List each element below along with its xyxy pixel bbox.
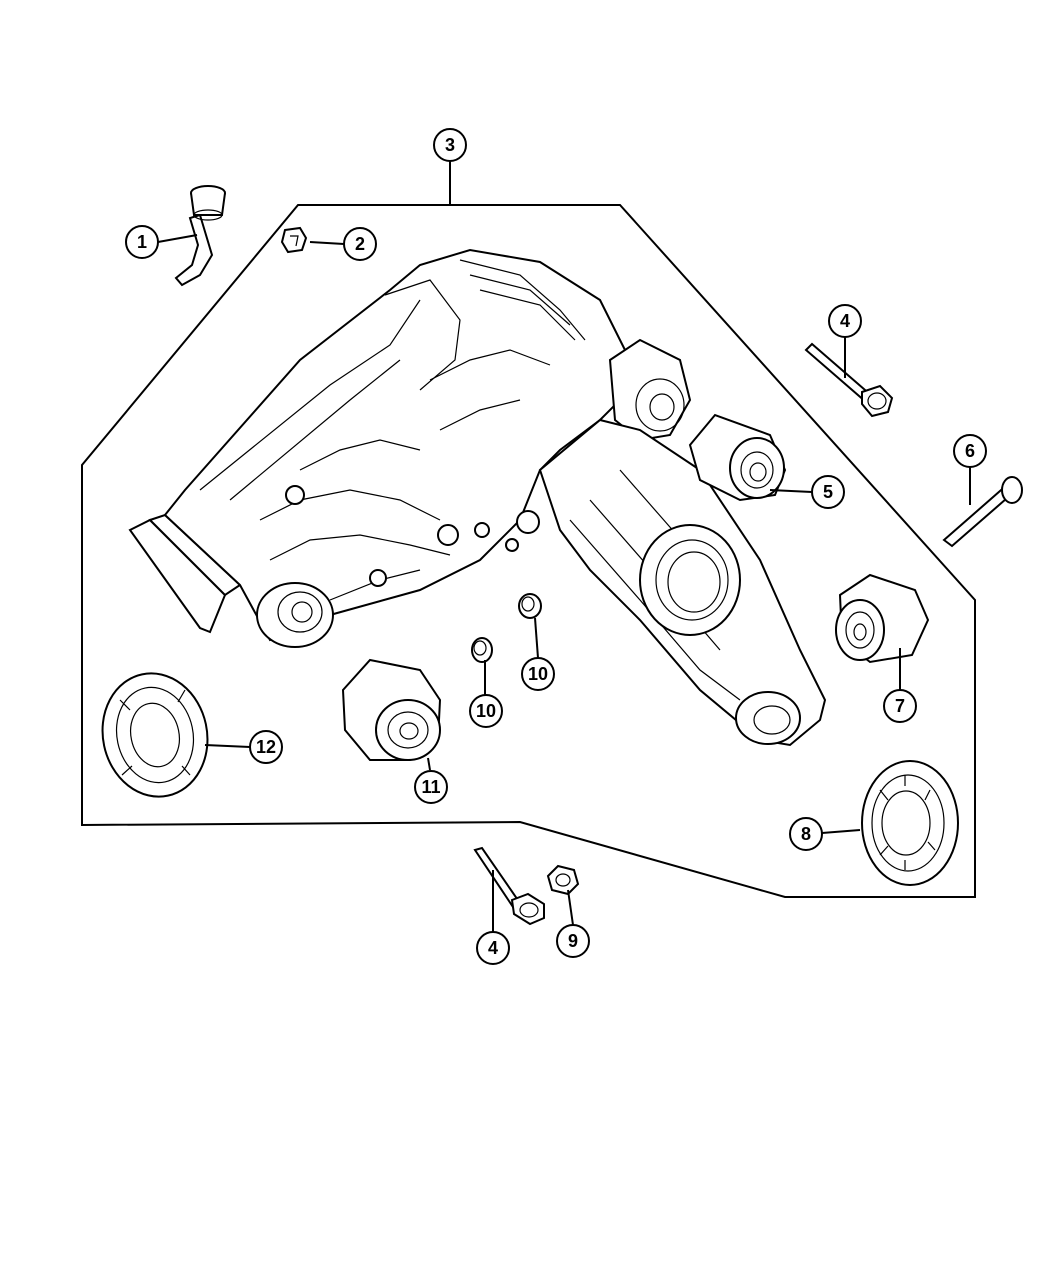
callout-7: 7 — [883, 689, 917, 723]
assembly-boundary-outline — [81, 160, 976, 898]
callout-10-right: 10 — [521, 657, 555, 691]
callout-8: 8 — [789, 817, 823, 851]
callout-12: 12 — [249, 730, 283, 764]
callout-9: 9 — [556, 924, 590, 958]
callout-7-label: 7 — [895, 696, 905, 716]
bushing-11-part — [341, 658, 442, 761]
vent-tube-part — [174, 185, 226, 287]
callout-3: 3 — [433, 128, 467, 162]
callout-4-lower: 4 — [476, 931, 510, 965]
callout-10-right-label: 10 — [528, 664, 548, 684]
plug-10a-part — [471, 637, 493, 663]
leader-lines — [157, 234, 971, 932]
bolt-upper-part — [804, 342, 894, 418]
callout-11: 11 — [414, 770, 448, 804]
seal-12-part — [101, 672, 209, 798]
clip-part — [280, 226, 308, 254]
callout-10-left-label: 10 — [476, 701, 496, 721]
callout-4-upper-label: 4 — [840, 311, 850, 331]
plug-10b-part — [518, 593, 542, 619]
callout-8-label: 8 — [801, 824, 811, 844]
bolt-lower-part — [473, 846, 545, 926]
callout-4-upper: 4 — [828, 304, 862, 338]
callout-6-label: 6 — [965, 441, 975, 461]
bushing-5-part — [688, 413, 787, 502]
callout-10-left: 10 — [469, 694, 503, 728]
callout-1: 1 — [125, 225, 159, 259]
bushing-7-part — [835, 573, 930, 664]
callout-11-label: 11 — [421, 777, 440, 797]
callout-2-label: 2 — [355, 234, 365, 254]
callout-9-label: 9 — [568, 931, 578, 951]
callout-4-lower-label: 4 — [488, 938, 498, 958]
callout-5: 5 — [811, 475, 845, 509]
callout-6: 6 — [953, 434, 987, 468]
callout-12-label: 12 — [256, 737, 276, 757]
callout-1-label: 1 — [137, 232, 147, 252]
callout-3-label: 3 — [445, 135, 455, 155]
nut-part — [546, 864, 580, 896]
seal-8-part — [861, 760, 959, 886]
callout-2: 2 — [343, 227, 377, 261]
differential-housing — [128, 248, 827, 747]
callout-5-label: 5 — [823, 482, 833, 502]
pin-bolt-part — [942, 476, 1023, 548]
